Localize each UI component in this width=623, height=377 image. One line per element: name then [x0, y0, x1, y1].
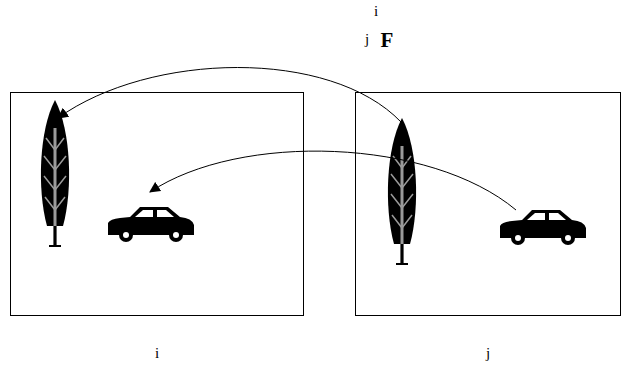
mapping-arrow [58, 68, 401, 123]
image-frame: i [10, 92, 304, 316]
image-label: j [486, 345, 490, 362]
tree-icon [388, 118, 416, 264]
index-script: j [365, 31, 369, 48]
matrix-symbol: F [381, 28, 394, 53]
image-frame: j [355, 92, 621, 316]
car-icon [108, 207, 194, 242]
index-script: i [374, 3, 378, 20]
car-icon [500, 210, 586, 245]
mapping-arrow [150, 151, 516, 210]
tree-icon [41, 100, 69, 246]
image-label: i [155, 345, 159, 362]
